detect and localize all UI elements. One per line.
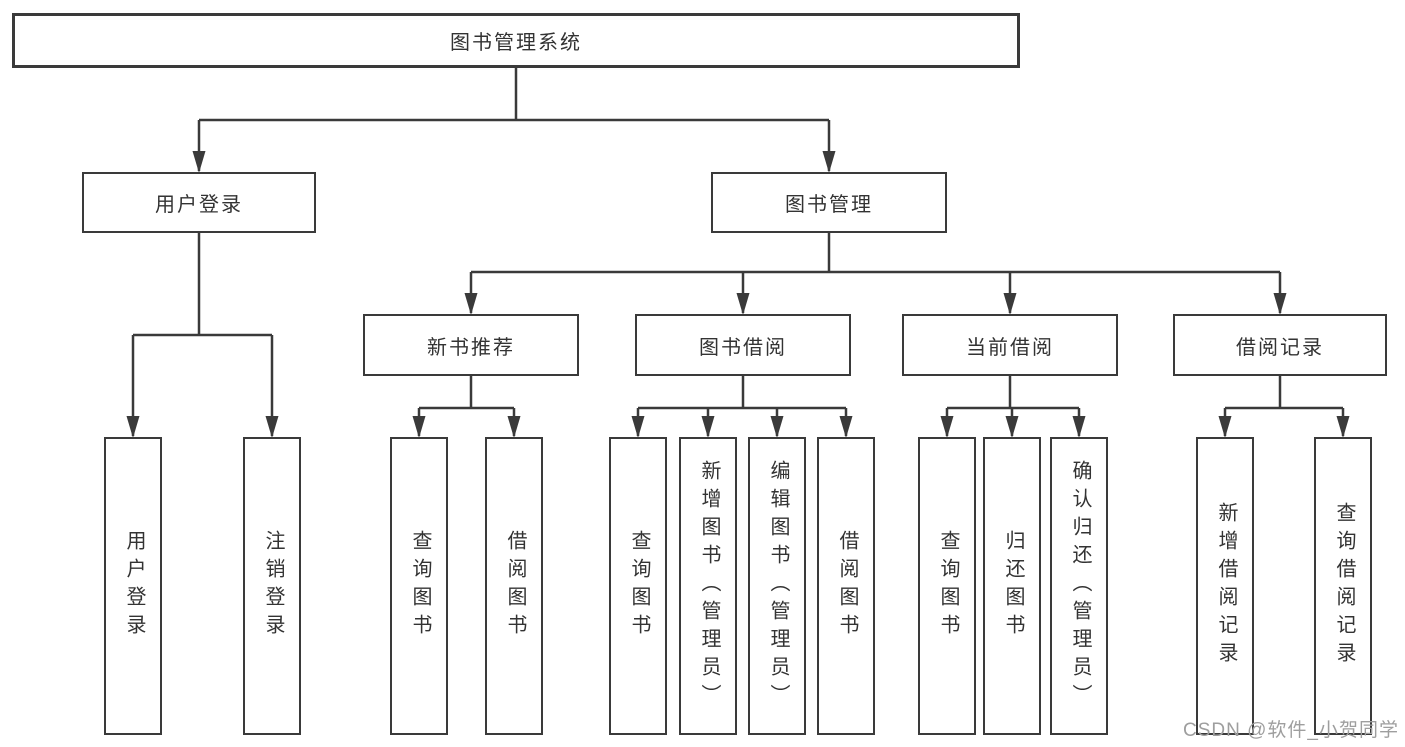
leaf-borrow-add-book-admin: 新增图书（管理员）: [679, 437, 737, 735]
connector-mgmt-to-level3: [469, 233, 1282, 313]
node-book-borrow: 图书借阅: [635, 314, 851, 376]
connector-login-to-leaves: [131, 233, 274, 436]
node-user-login: 用户登录: [82, 172, 316, 233]
leaf-current-return-book: 归还图书: [983, 437, 1041, 735]
leaf-rec-query-book: 查询图书: [390, 437, 448, 735]
node-book-management: 图书管理: [711, 172, 947, 233]
leaf-current-confirm-return-admin: 确认归还（管理员）: [1050, 437, 1108, 735]
leaf-record-query: 查询借阅记录: [1314, 437, 1372, 735]
leaf-user-login: 用户登录: [104, 437, 162, 735]
leaf-rec-borrow-book: 借阅图书: [485, 437, 543, 735]
connector-newbookrec-to-leaves: [417, 376, 516, 436]
leaf-borrow-query-book: 查询图书: [609, 437, 667, 735]
node-borrow-record: 借阅记录: [1173, 314, 1387, 376]
node-root-system: 图书管理系统: [12, 13, 1020, 68]
connector-bookborrow-to-leaves: [636, 376, 848, 436]
leaf-borrow-borrow-book: 借阅图书: [817, 437, 875, 735]
watermark: CSDN @软件_小贺同学: [1183, 720, 1399, 741]
leaf-current-query-book: 查询图书: [918, 437, 976, 735]
leaf-borrow-edit-book-admin: 编辑图书（管理员）: [748, 437, 806, 735]
connector-root-to-level2: [197, 68, 831, 171]
node-current-borrow: 当前借阅: [902, 314, 1118, 376]
node-new-book-recommend: 新书推荐: [363, 314, 579, 376]
connector-borrowrecord-to-leaves: [1223, 376, 1345, 436]
leaf-record-add: 新增借阅记录: [1196, 437, 1254, 735]
leaf-logout: 注销登录: [243, 437, 301, 735]
